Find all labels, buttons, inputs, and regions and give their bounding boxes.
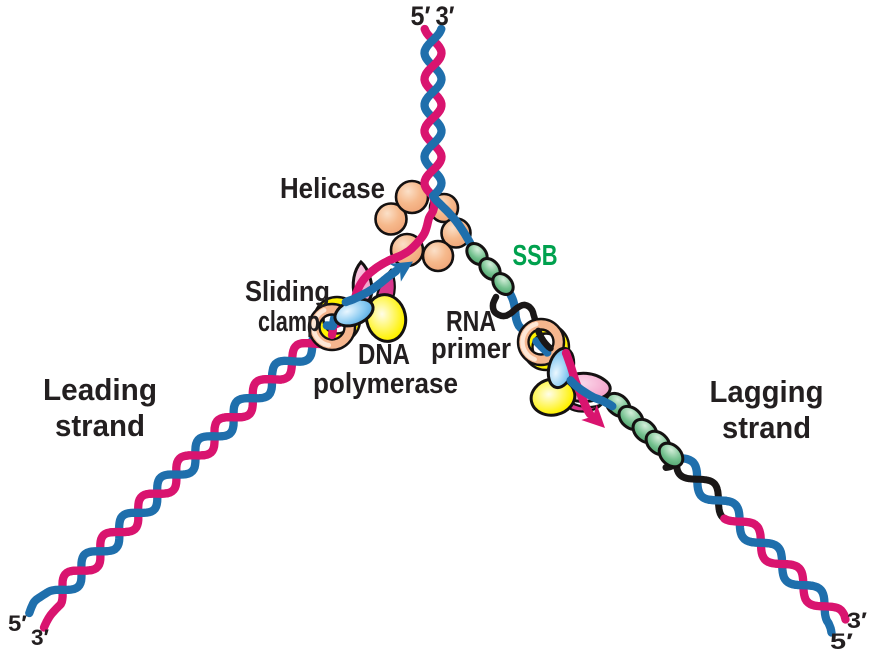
- label-sliding-clamp-line2: clamp: [258, 306, 320, 338]
- leading-new-strand-in-clamp-hole: [322, 316, 338, 331]
- lagging-duplex-blue-over-1: [704, 495, 734, 506]
- label-lagging-strand-line2: strand: [722, 411, 811, 445]
- ssb-oval-3: [491, 272, 515, 296]
- strand-parental-template-pink: [39, 24, 446, 632]
- label-leading-strand-line1: Leading: [43, 373, 157, 407]
- helicase-subunit-3: [394, 179, 430, 215]
- labels: 5′ 3′ Helicase SSB Sliding clamp DNA pol…: [8, 1, 867, 654]
- leading-duplex-pink-over-2: [258, 374, 288, 384]
- lagging-duplex-blue-over-3: [788, 580, 817, 591]
- helicase-subunit-2: [374, 202, 408, 236]
- clamp-highlight-leading: [311, 307, 332, 348]
- lagging-strand-complex: [516, 317, 617, 428]
- label-rna-primer-line2: primer: [431, 333, 511, 365]
- label-dna-polymerase-line2: polymerase: [313, 368, 458, 400]
- lagging-template-in-clamp-hole: [532, 337, 552, 357]
- leading-strand-complex: [307, 251, 413, 352]
- label-bottom-left-3-prime: 3′: [31, 625, 49, 650]
- clamp-highlight-lagging: [520, 321, 539, 362]
- label-rna-primer-line1: RNA: [446, 306, 496, 338]
- ssb-oval-8: [657, 441, 685, 469]
- lagging-template-over-polymerase: [566, 376, 617, 411]
- leading-synthesis-arrow-shaft: [341, 266, 401, 307]
- lagging-synthesis-arrowhead: [581, 404, 605, 428]
- leading-duplex-pink-over-6: [106, 527, 133, 537]
- lagging-duplex-blue-over-2: [746, 537, 775, 548]
- ssb-proteins: [465, 242, 685, 469]
- helix-weave-pink-over-1: [421, 53, 445, 79]
- label-bottom-right-5-prime: 5′: [830, 629, 853, 654]
- leading-duplex-pink-over-7: [67, 565, 97, 576]
- label-bottom-left-5-prime: 5′: [8, 611, 27, 636]
- leading-template-over-fin: [350, 251, 405, 305]
- label-lagging-strand-line1: Lagging: [710, 375, 824, 409]
- label-ssb: SSB: [513, 240, 558, 272]
- label-top-5-prime: 5′: [411, 1, 431, 31]
- label-top-3-prime: 3′: [436, 1, 455, 31]
- dna-polymerase-leading-body: [364, 293, 408, 343]
- leading-duplex-pink-over-3: [218, 412, 248, 422]
- helix-weave-pink-over-2: [421, 105, 445, 131]
- rna-primer-in-clamp-hole: [535, 327, 554, 352]
- sliding-clamp-lagging-peach-ring: [516, 317, 566, 367]
- label-bottom-right-3-prime: 3′: [847, 608, 867, 633]
- label-helicase: Helicase: [280, 173, 385, 205]
- helix-weave-pink-over-3: [421, 157, 445, 183]
- leading-duplex-pink-over-4: [181, 451, 209, 460]
- strand-okazaki-new-pink: [720, 514, 850, 624]
- leading-duplex-pink-over-5: [142, 489, 172, 499]
- label-dna-polymerase-line1: DNA: [358, 339, 410, 371]
- label-leading-strand-line2: strand: [55, 409, 145, 443]
- label-sliding-clamp-line1: Sliding: [245, 276, 330, 308]
- leading-synthesis-arrowhead: [389, 261, 413, 282]
- helicase-subunit-6: [421, 239, 455, 273]
